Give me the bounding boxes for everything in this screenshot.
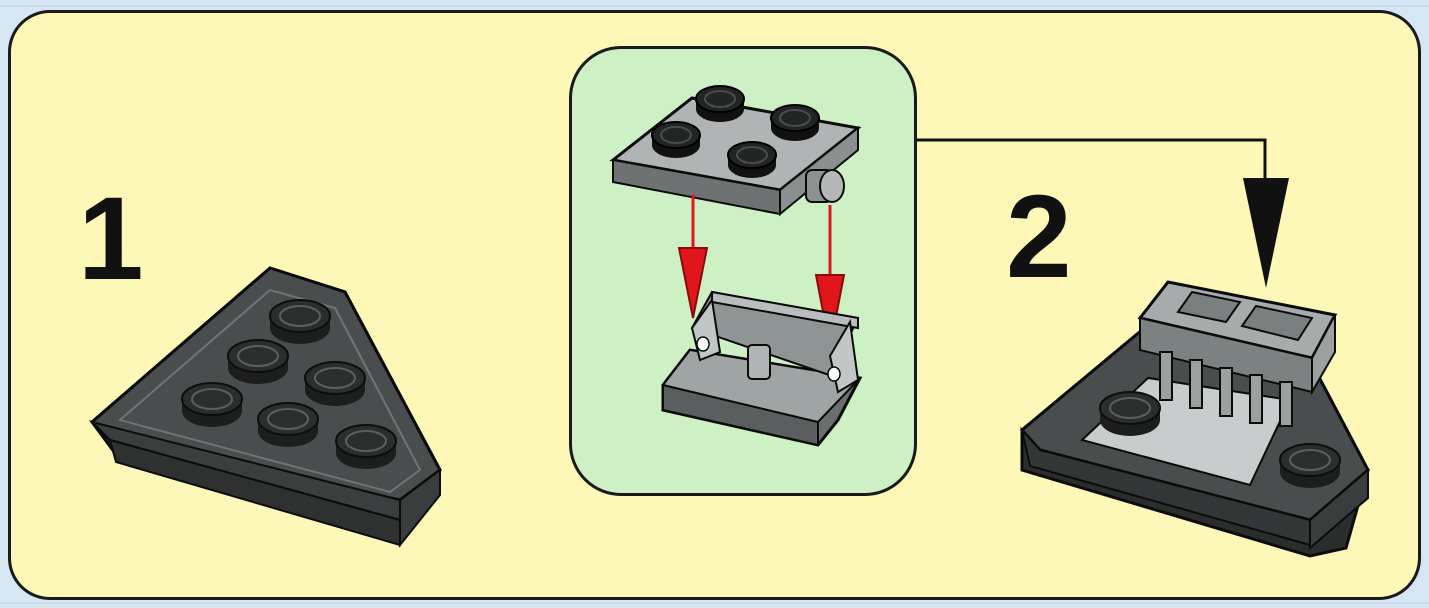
wedge-plate-step1 bbox=[92, 268, 440, 545]
red-down-arrow-icon bbox=[679, 195, 707, 318]
black-down-arrow-icon bbox=[917, 140, 1289, 288]
hinge-plate-top bbox=[613, 86, 858, 214]
